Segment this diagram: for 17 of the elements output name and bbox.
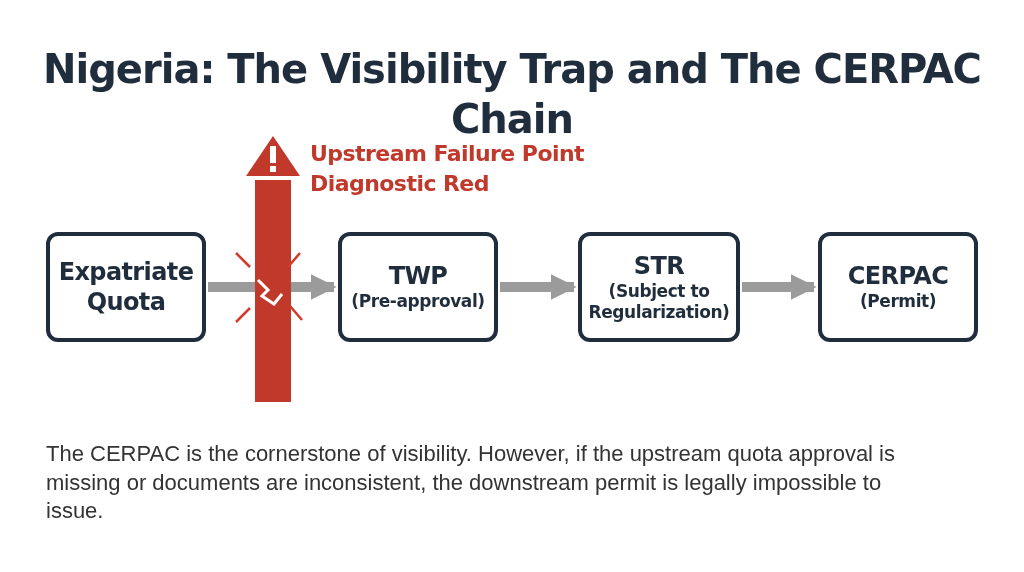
box-subtitle: (Permit): [859, 291, 937, 313]
box-title: CERPAC: [847, 261, 949, 292]
box-title: Expatriate Quota: [57, 257, 195, 317]
warning-label: Diagnostic Red: [310, 173, 489, 195]
caption: The CERPAC is the cornerstone of visibility. However, if the upstream quota approval is missing or documents are inconsistent, the downstream permit is legally impossible to issue.: [46, 440, 896, 526]
process-box: [338, 232, 498, 342]
box-title: STR: [633, 250, 685, 281]
box-subtitle: (Subject to Regularization): [587, 280, 731, 324]
process-box: [578, 232, 740, 342]
box-title: TWP: [388, 261, 448, 292]
process-box: [818, 232, 978, 342]
arrow: [500, 274, 577, 300]
arrow: [742, 274, 817, 300]
process-box: [46, 232, 206, 342]
title: Nigeria: The Visibility Trap and The CERPAC Chain: [42, 45, 982, 144]
box-subtitle: (Pre-approval): [351, 291, 485, 313]
warning-label: Upstream Failure Point: [310, 143, 585, 165]
